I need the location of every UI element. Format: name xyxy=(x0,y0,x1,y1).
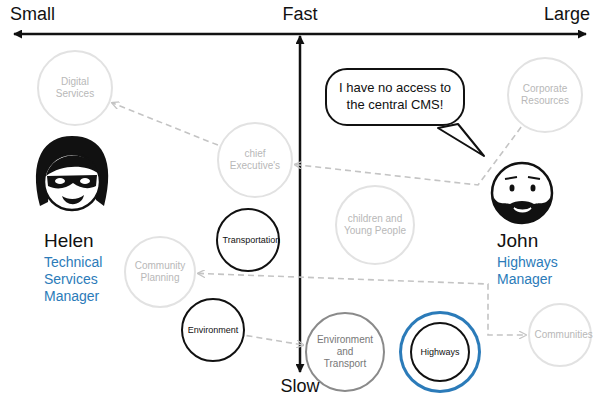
node-text: Digital Services xyxy=(45,76,106,100)
bubble-tail xyxy=(438,124,484,156)
john-face xyxy=(492,163,552,223)
department-circle: children and Young People xyxy=(335,185,415,265)
node-text: children and Young People xyxy=(343,213,407,237)
dashed-connector xyxy=(295,127,521,185)
department-circle: Transportation xyxy=(216,208,280,272)
helen-mouth xyxy=(62,195,84,204)
person-name: John xyxy=(497,230,538,253)
department-circle: Digital Services xyxy=(37,50,113,126)
john-mouth xyxy=(514,208,531,212)
node-text: I have no access to the central CMS! xyxy=(339,80,451,114)
axis-label: Large xyxy=(544,4,590,26)
node-text: chief Executive's xyxy=(225,148,286,172)
person-role: Technical Services Manager xyxy=(44,254,122,304)
department-circle: Corporate Resources xyxy=(507,57,583,133)
node-text: Transportation xyxy=(223,235,274,246)
helen-figure xyxy=(36,136,108,210)
node-text: Environment and Transport xyxy=(315,334,376,370)
axis-label: Slow xyxy=(280,376,319,398)
speech-bubble: I have no access to the central CMS! xyxy=(325,68,465,126)
department-circle: Community Planning xyxy=(124,236,196,308)
department-circle: Environment xyxy=(181,298,245,362)
john-figure xyxy=(492,163,552,223)
speed-axis xyxy=(299,36,302,372)
john-eye xyxy=(510,185,515,192)
dashed-connector xyxy=(112,103,218,145)
department-circle: chief Executive's xyxy=(217,122,293,198)
node-text: Corporate Resources xyxy=(515,83,576,107)
department-circle: Highways xyxy=(410,322,470,382)
helen-face xyxy=(44,154,100,210)
department-circle: Communities xyxy=(528,303,592,367)
helen-eye xyxy=(55,178,65,184)
person-name: Helen xyxy=(44,230,94,253)
node-text: Highways xyxy=(420,347,459,358)
node-text: Environment xyxy=(188,325,239,336)
person-role: Highways Manager xyxy=(497,254,577,288)
john-eye xyxy=(531,185,536,192)
axis-label: Small xyxy=(10,4,55,26)
helen-glasses xyxy=(47,175,97,188)
node-text: Communities xyxy=(535,329,586,341)
john-beard xyxy=(493,196,551,223)
size-axis xyxy=(14,33,586,36)
helen-fringe xyxy=(46,155,99,176)
axis-label: Fast xyxy=(282,4,317,26)
node-text: Community Planning xyxy=(131,260,189,284)
john-eyebrows xyxy=(505,177,540,179)
dashed-connector xyxy=(247,336,304,346)
helen-eye xyxy=(80,178,90,184)
